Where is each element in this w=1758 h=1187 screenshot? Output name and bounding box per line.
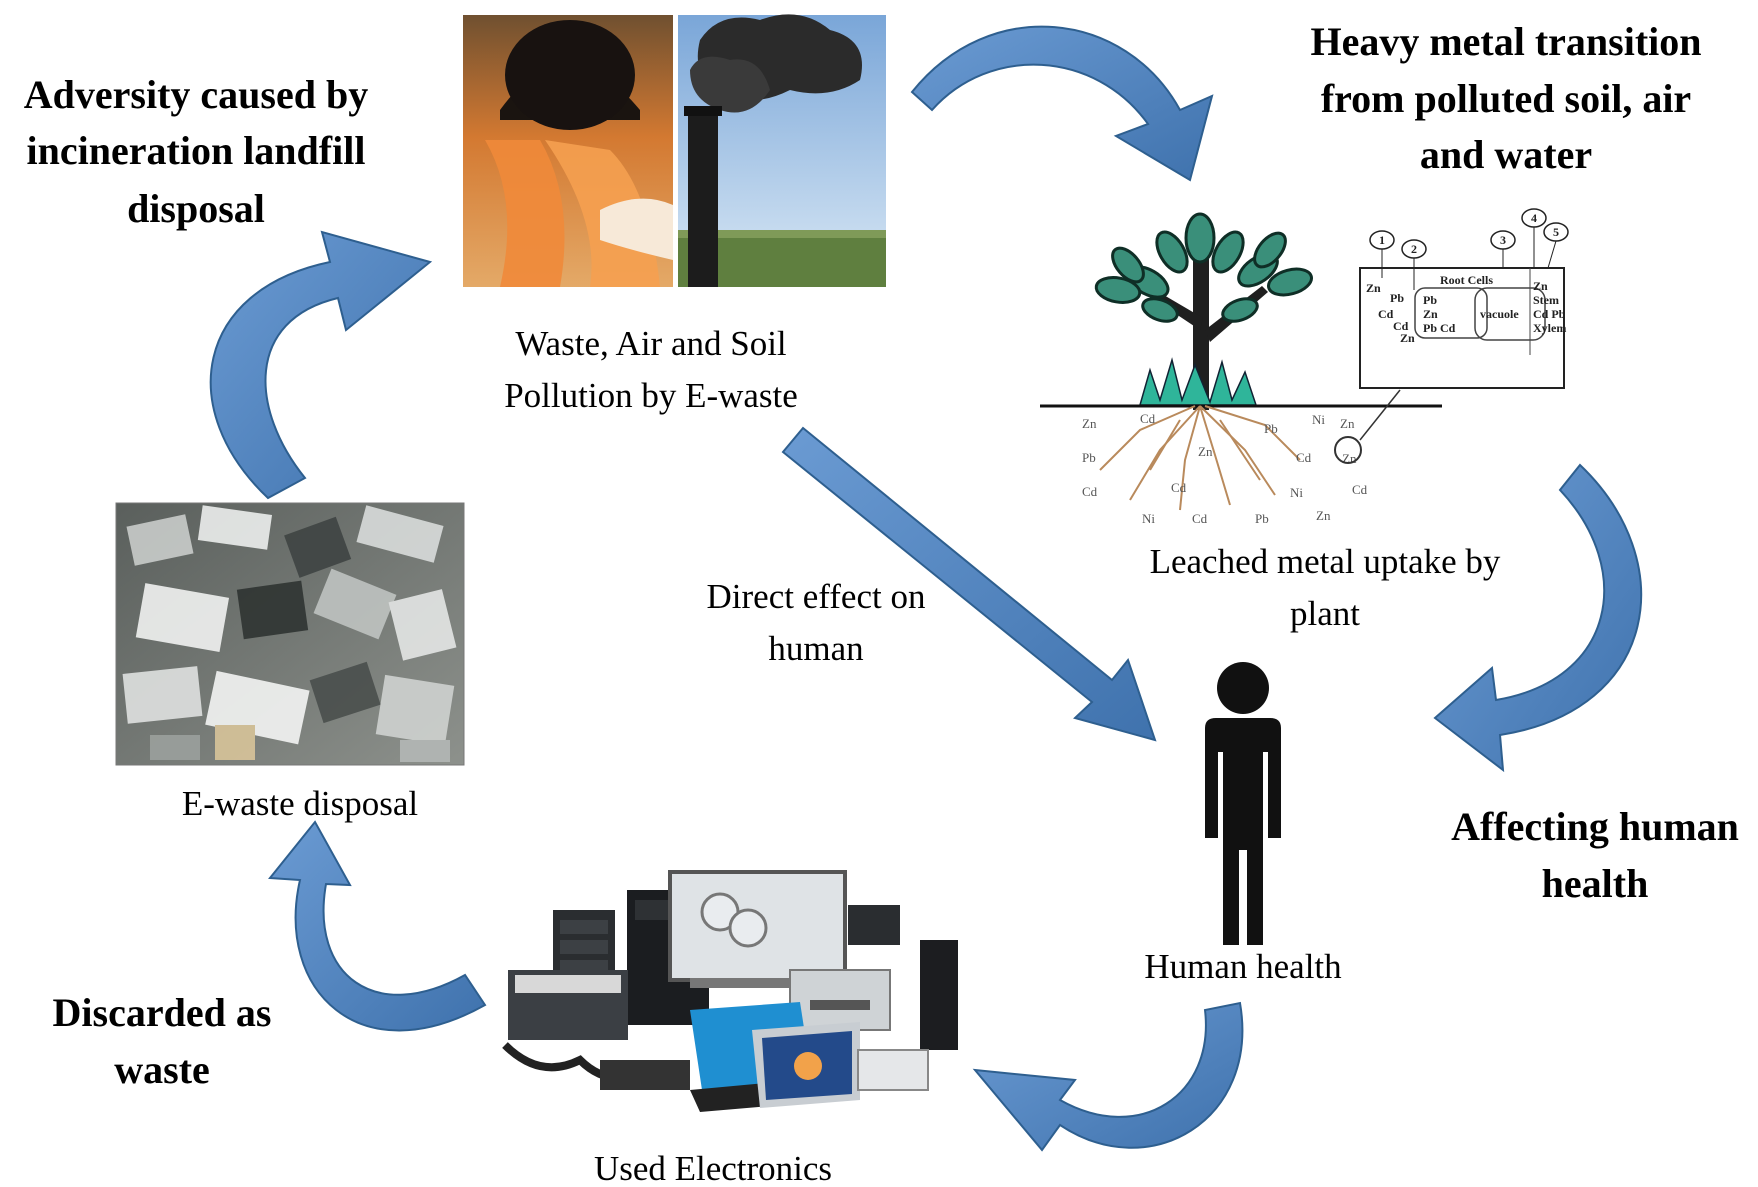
svg-text:from polluted soil, air: from polluted soil, air	[1321, 76, 1691, 121]
svg-text:Ni: Ni	[1312, 412, 1325, 427]
svg-text:Heavy metal transition: Heavy metal transition	[1310, 19, 1701, 64]
human-label: Human health	[1144, 947, 1342, 986]
root-cell-inset: Root Cells vacuole Zn Pb Cd Cd Zn Pb Zn …	[1359, 208, 1569, 389]
used-electronics-photo	[502, 870, 958, 1112]
svg-text:Zn: Zn	[1340, 416, 1355, 431]
human-icon	[1205, 662, 1281, 945]
arrow-direct-effect	[781, 426, 1157, 742]
svg-text:Affecting human: Affecting human	[1451, 804, 1739, 849]
svg-text:Zn: Zn	[1533, 279, 1548, 293]
svg-text:vacuole: vacuole	[1480, 307, 1519, 321]
svg-text:Cd: Cd	[1140, 411, 1156, 426]
svg-text:Cd Pb: Cd Pb	[1533, 307, 1566, 321]
svg-text:4: 4	[1531, 211, 1537, 225]
svg-text:human: human	[768, 629, 863, 668]
svg-text:Cd: Cd	[1378, 307, 1394, 321]
plant-illustration: Zn Pb Cd Cd Pb Ni Zn Cd Ni Cd Pb Zn Zn C…	[1040, 212, 1442, 526]
svg-text:Pb: Pb	[1255, 511, 1269, 526]
svg-text:Pb Cd: Pb Cd	[1423, 321, 1456, 335]
arrow-pollution-to-plant	[910, 25, 1214, 182]
svg-text:Root Cells: Root Cells	[1440, 273, 1493, 287]
disposal-label: E-waste disposal	[182, 784, 418, 823]
arrow-plant-to-human	[1433, 463, 1643, 773]
svg-text:Ni: Ni	[1142, 511, 1155, 526]
roots	[1099, 405, 1301, 511]
svg-text:health: health	[1542, 861, 1649, 906]
svg-text:Pb: Pb	[1082, 450, 1096, 465]
svg-text:2: 2	[1411, 242, 1417, 256]
incineration-label: Adversity caused by incineration landfil…	[24, 72, 368, 231]
affecting-health-label: Affecting human health	[1451, 804, 1739, 906]
svg-text:Cd: Cd	[1352, 482, 1368, 497]
arrow-electronics-to-disposal	[268, 820, 487, 1032]
smokestack-photo	[678, 14, 886, 287]
svg-text:Zn: Zn	[1423, 307, 1438, 321]
direct-effect-label: Direct effect on human	[707, 577, 926, 668]
svg-text:Pb: Pb	[1390, 291, 1404, 305]
svg-text:Direct effect on: Direct effect on	[707, 577, 926, 616]
plant-label-line2: plant	[1290, 594, 1360, 633]
sewage-pipe-photo	[463, 15, 673, 287]
svg-text:Zn: Zn	[1198, 444, 1213, 459]
svg-text:1: 1	[1379, 233, 1385, 247]
arrow-disposal-to-pollution	[209, 230, 433, 500]
inset-markers	[1369, 208, 1569, 259]
svg-text:Ni: Ni	[1290, 485, 1303, 500]
svg-text:5: 5	[1553, 225, 1559, 239]
plant-label-line1: Leached metal uptake by	[1150, 542, 1501, 581]
soil-metal-labels: Zn Pb Cd Cd Pb Ni Zn Cd Ni Cd Pb Zn Zn C…	[1082, 411, 1368, 526]
arrow-human-to-electronics	[972, 1001, 1244, 1152]
svg-text:incineration landfill: incineration landfill	[27, 128, 366, 173]
svg-text:Zn: Zn	[1366, 281, 1381, 295]
svg-text:Pb: Pb	[1423, 293, 1437, 307]
svg-text:Cd: Cd	[1171, 480, 1187, 495]
svg-text:Cd: Cd	[1192, 511, 1208, 526]
electronics-label: Used Electronics	[594, 1149, 832, 1187]
e-waste-pile-photo	[115, 502, 465, 766]
svg-text:Cd: Cd	[1296, 450, 1312, 465]
svg-text:Xylem: Xylem	[1533, 321, 1566, 335]
heavy-metal-label: Heavy metal transition from polluted soi…	[1310, 19, 1701, 177]
svg-text:Adversity caused by: Adversity caused by	[24, 72, 368, 117]
pollution-label-line2: Pollution by E-waste	[504, 376, 798, 415]
svg-text:Zn: Zn	[1400, 331, 1415, 345]
pollution-label-line1: Waste, Air and Soil	[515, 324, 787, 363]
svg-text:waste: waste	[114, 1047, 210, 1092]
svg-text:and water: and water	[1420, 132, 1592, 177]
svg-text:Zn: Zn	[1316, 508, 1331, 523]
svg-text:disposal: disposal	[127, 186, 265, 231]
svg-text:3: 3	[1500, 233, 1506, 247]
discarded-label: Discarded as waste	[53, 990, 272, 1092]
marker-leaders	[1381, 227, 1557, 290]
tree-leaves	[1094, 212, 1313, 323]
svg-text:Zn: Zn	[1082, 416, 1097, 431]
svg-text:Stem: Stem	[1533, 293, 1559, 307]
svg-text:Discarded as: Discarded as	[53, 990, 272, 1035]
pollution-photos	[463, 14, 886, 287]
svg-text:Cd: Cd	[1082, 484, 1098, 499]
svg-text:Pb: Pb	[1264, 421, 1278, 436]
svg-text:Cd: Cd	[1393, 319, 1409, 333]
